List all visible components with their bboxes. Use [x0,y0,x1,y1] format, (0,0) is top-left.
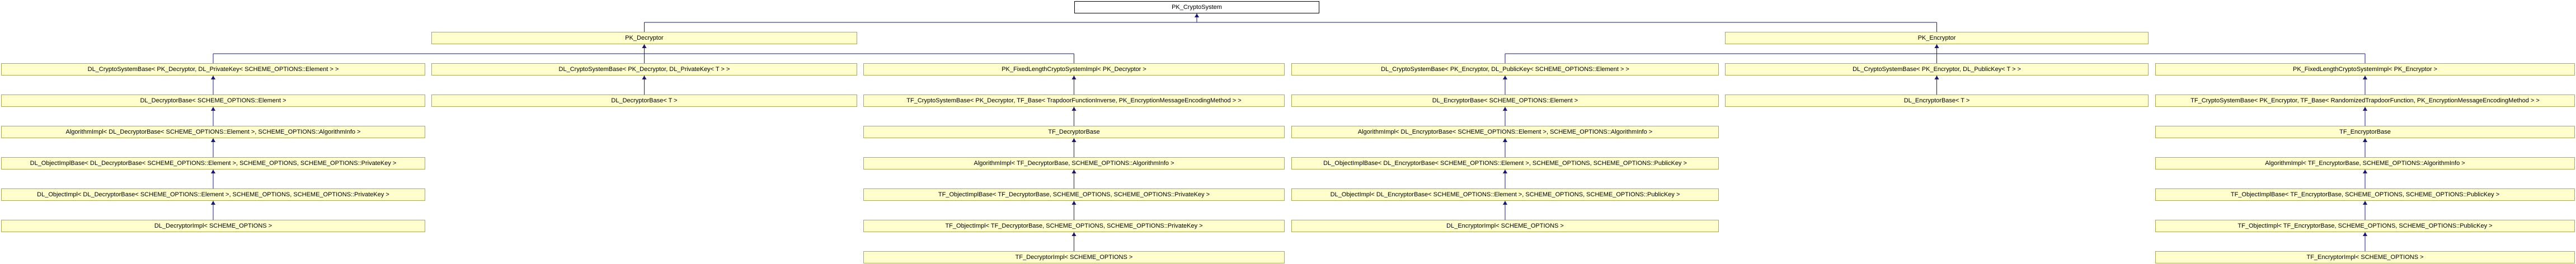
class-node-algimpl_tf_dec[interactable]: AlgorithmImpl< TF_DecryptorBase, SCHEME_… [863,157,1285,169]
class-node-tf_encbase[interactable]: TF_EncryptorBase [2155,126,2575,138]
inheritance-arrowhead [1071,107,1077,111]
class-node-dl_oib_enc[interactable]: DL_ObjectImplBase< DL_EncryptorBase< SCH… [1291,157,1719,169]
class-node-tf_cs_dec[interactable]: TF_CryptoSystemBase< PK_Decryptor, TF_Ba… [863,95,1285,107]
class-node-algimpl_dl_enc[interactable]: AlgorithmImpl< DL_EncryptorBase< SCHEME_… [1291,126,1719,138]
class-node-dl_cs_dec_elem[interactable]: DL_CryptoSystemBase< PK_Decryptor, DL_Pr… [1,63,425,76]
class-node-dl_encimpl[interactable]: DL_EncryptorImpl< SCHEME_OPTIONS > [1291,220,1719,232]
inheritance-arrowhead [642,76,647,79]
inheritance-arrowhead [1071,232,1077,236]
class-node-tf_decimpl[interactable]: TF_DecryptorImpl< SCHEME_OPTIONS > [863,251,1285,263]
inheritance-arrowhead [2363,201,2367,205]
inheritance-arrowhead [1503,76,1507,79]
class-node-pk_encryptor[interactable]: PK_Encryptor [1725,32,2149,44]
inheritance-arrowhead [211,76,215,79]
class-node-dl_encbase_elem[interactable]: DL_EncryptorBase< SCHEME_OPTIONS::Elemen… [1291,95,1719,107]
class-node-dl_cs_enc_t[interactable]: DL_CryptoSystemBase< PK_Encryptor, DL_Pu… [1725,63,2149,76]
class-node-dl_cs_dec_t[interactable]: DL_CryptoSystemBase< PK_Decryptor, DL_Pr… [431,63,857,76]
class-node-algimpl_tf_enc[interactable]: AlgorithmImpl< TF_EncryptorBase, SCHEME_… [2155,157,2575,169]
inheritance-arrowhead [2363,107,2367,111]
inheritance-arrowhead [211,138,215,142]
class-node-algimpl_dl_dec[interactable]: AlgorithmImpl< DL_DecryptorBase< SCHEME_… [1,126,425,138]
class-node-dl_oib_dec[interactable]: DL_ObjectImplBase< DL_DecryptorBase< SCH… [1,157,425,169]
inheritance-arrowhead [2363,76,2367,79]
inheritance-arrowhead [1934,44,1939,48]
inheritance-arrowhead [1071,169,1077,173]
inheritance-arrowhead [1195,13,1199,17]
class-node-pk_flcsi_dec[interactable]: PK_FixedLengthCryptoSystemImpl< PK_Decry… [863,63,1285,76]
class-node-dl_decimpl[interactable]: DL_DecryptorImpl< SCHEME_OPTIONS > [1,220,425,232]
inheritance-arrowhead [1071,201,1077,205]
class-node-tf_oib_dec[interactable]: TF_ObjectImplBase< TF_DecryptorBase, SCH… [863,188,1285,201]
class-node-dl_encbase_t[interactable]: DL_EncryptorBase< T > [1725,95,2149,107]
class-node-pk_decryptor[interactable]: PK_Decryptor [431,32,857,44]
class-node-pk_cryptosystem: PK_CryptoSystem [1074,1,1319,13]
class-node-pk_flcsi_enc[interactable]: PK_FixedLengthCryptoSystemImpl< PK_Encry… [2155,63,2575,76]
inheritance-arrowhead [1503,107,1507,111]
inheritance-arrowhead [1934,76,1939,79]
inheritance-arrowhead [2363,138,2367,142]
inheritance-arrowhead [1503,138,1507,142]
class-node-tf_oi_dec[interactable]: TF_ObjectImpl< TF_DecryptorBase, SCHEME_… [863,220,1285,232]
inheritance-arrowhead [2363,169,2367,173]
inheritance-arrowhead [1503,201,1507,205]
class-node-tf_decbase[interactable]: TF_DecryptorBase [863,126,1285,138]
inheritance-arrowhead [2363,232,2367,236]
inheritance-arrowhead [211,201,215,205]
inheritance-arrowhead [1071,138,1077,142]
inheritance-arrowhead [1503,169,1507,173]
class-node-dl_oi_dec[interactable]: DL_ObjectImpl< DL_DecryptorBase< SCHEME_… [1,188,425,201]
inheritance-arrowhead [642,44,647,48]
class-node-tf_encimpl[interactable]: TF_EncryptorImpl< SCHEME_OPTIONS > [2155,251,2575,263]
class-node-dl_decbase_elem[interactable]: DL_DecryptorBase< SCHEME_OPTIONS::Elemen… [1,95,425,107]
inheritance-arrowhead [211,107,215,111]
class-node-tf_cs_enc[interactable]: TF_CryptoSystemBase< PK_Encryptor, TF_Ba… [2155,95,2575,107]
class-node-dl_oi_enc[interactable]: DL_ObjectImpl< DL_EncryptorBase< SCHEME_… [1291,188,1719,201]
inheritance-arrowhead [211,169,215,173]
class-node-dl_decbase_t[interactable]: DL_DecryptorBase< T > [431,95,857,107]
class-node-dl_cs_enc_elem[interactable]: DL_CryptoSystemBase< PK_Encryptor, DL_Pu… [1291,63,1719,76]
class-node-tf_oib_enc[interactable]: TF_ObjectImplBase< TF_EncryptorBase, SCH… [2155,188,2575,201]
inheritance-arrowhead [1071,76,1077,79]
class-node-tf_oi_enc[interactable]: TF_ObjectImpl< TF_EncryptorBase, SCHEME_… [2155,220,2575,232]
